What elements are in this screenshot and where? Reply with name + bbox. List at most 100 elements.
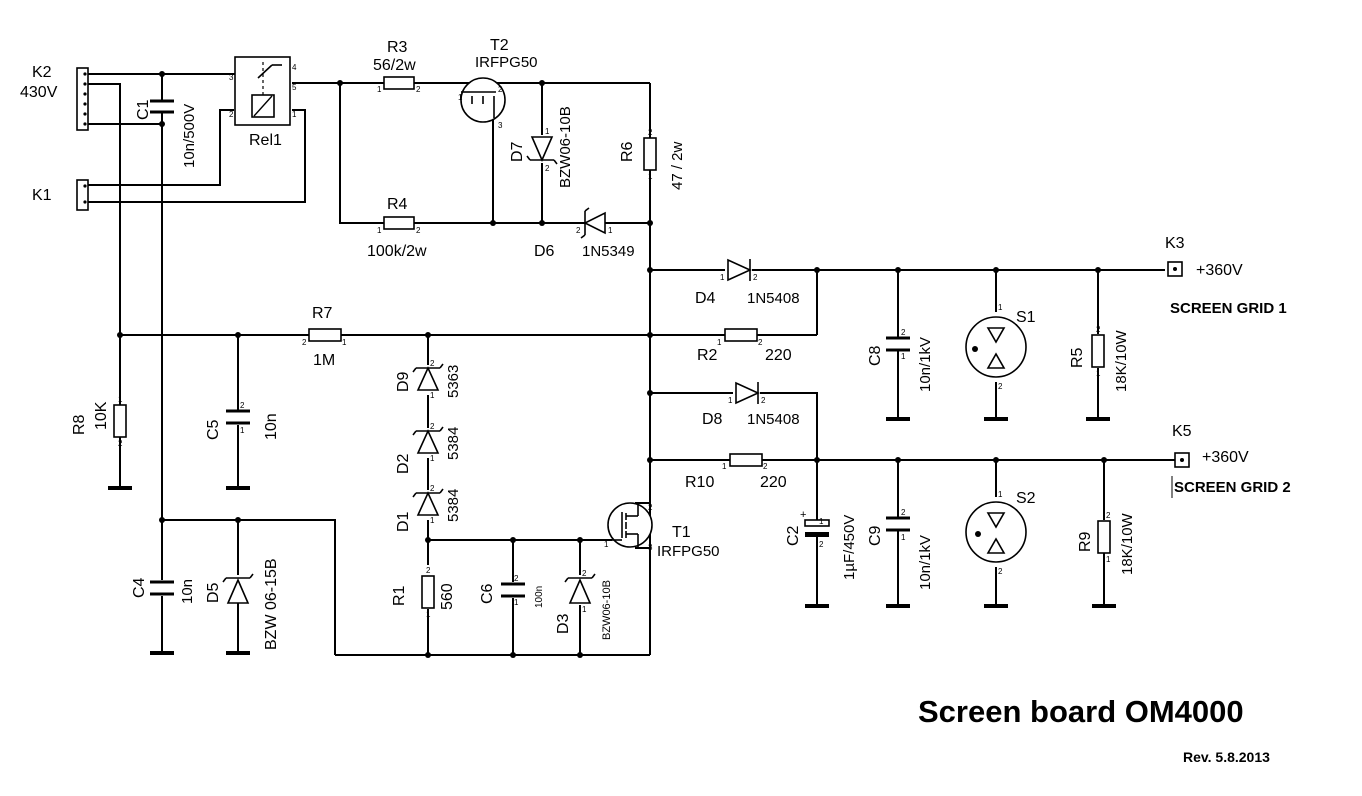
- pin-number: 1: [430, 454, 435, 463]
- pin-number: 2: [648, 503, 653, 512]
- zener-d1: 2 1 D1 5384: [395, 484, 462, 532]
- r5-ref: R5: [1069, 347, 1086, 368]
- c8-value: 10n/1kV: [917, 337, 934, 392]
- c5-value: 10n: [263, 413, 280, 440]
- pin-number: 1: [582, 605, 587, 614]
- connector-k5: K5 +360V SCREEN GRID 2: [1171, 423, 1291, 498]
- pin-number: 2: [901, 328, 906, 337]
- mosfet-t1: 1 2 3 T1 IRFPG50: [604, 502, 720, 560]
- pin-number: 1: [901, 352, 906, 361]
- diode-d4: 1 2 D4 1N5408: [695, 258, 800, 307]
- r10-value: 220: [760, 474, 787, 491]
- d3-value: BZW06-10B: [601, 580, 613, 640]
- c9-value: 10n/1kV: [917, 535, 934, 590]
- junction-dots: [117, 71, 1107, 658]
- pin-number: 1: [1096, 369, 1101, 378]
- r10-ref: R10: [685, 474, 714, 491]
- zener-d2: 2 1 D2 5384: [395, 422, 462, 474]
- pin-number: 1: [998, 490, 1003, 499]
- r3-value: 56/2w: [373, 57, 416, 74]
- c4-value: 10n: [179, 579, 196, 604]
- capacitor-c2: + 1 2 C2 1µF/450V: [785, 509, 858, 580]
- pin-number: 2: [430, 359, 435, 368]
- resistor-r4: 1 2 R4 100k/2w: [367, 196, 427, 260]
- pin-number: 1: [118, 395, 123, 404]
- r5-value: 18K/10W: [1113, 329, 1130, 392]
- pin-number: 2: [998, 382, 1003, 391]
- resistor-r6: 2 1 R6 47 / 2w: [619, 128, 686, 190]
- pin-number: 1: [377, 226, 382, 235]
- r6-value: 47 / 2w: [669, 141, 686, 190]
- t2-value: IRFPG50: [475, 54, 538, 71]
- c6-ref: C6: [479, 583, 496, 604]
- board-title: Screen board OM4000: [918, 694, 1244, 729]
- pin-number: 2: [758, 338, 763, 347]
- k1-ref: K1: [32, 187, 52, 204]
- t1-value: IRFPG50: [657, 543, 720, 560]
- ground-symbols: [108, 417, 1116, 655]
- connector-k3: K3 +360V SCREEN GRID 1: [1165, 235, 1287, 317]
- capacitor-c6: 2 1 C6 100n: [479, 574, 545, 608]
- r1-ref: R1: [391, 585, 408, 606]
- pin-number: 1: [720, 273, 725, 282]
- c1-value: 10n/500V: [181, 104, 198, 168]
- pin-number: 2: [648, 128, 653, 137]
- capacitor-c4: C4 10n: [131, 577, 196, 604]
- pin-number: 2: [819, 540, 824, 549]
- r9-value: 18K/10W: [1119, 512, 1136, 575]
- c1-ref: C1: [135, 99, 152, 120]
- pin-number: 1: [648, 172, 653, 181]
- pin-number: 2: [416, 85, 421, 94]
- zener-d7: 1 2 D7 BZW06-10B: [509, 106, 574, 188]
- k2-ref: K2: [32, 64, 52, 81]
- resistor-r10: 1 2 R10 220: [685, 453, 787, 491]
- pin-number: 1: [426, 610, 431, 619]
- pin-number: 2: [430, 484, 435, 493]
- pin-number: 2: [118, 439, 123, 448]
- resistor-r9: 2 1 R9 18K/10W: [1077, 511, 1136, 575]
- c8-ref: C8: [867, 345, 884, 366]
- pin-number: 2: [1096, 325, 1101, 334]
- r9-ref: R9: [1077, 531, 1094, 552]
- r4-value: 100k/2w: [367, 243, 427, 260]
- r2-ref: R2: [697, 347, 718, 364]
- c2-ref: C2: [785, 525, 802, 546]
- t1-ref: T1: [672, 524, 691, 541]
- pin-number: 5: [292, 83, 297, 92]
- spark-gap-s2: 1 2 S2: [965, 490, 1036, 576]
- d6-value: 1N5349: [582, 243, 635, 260]
- k5-ref: K5: [1172, 423, 1192, 440]
- pin-number: 2: [998, 567, 1003, 576]
- pin-number: 2: [582, 569, 587, 578]
- s2-ref: S2: [1016, 490, 1036, 507]
- pin-number: 2: [514, 574, 519, 583]
- revision-date: Rev. 5.8.2013: [1183, 749, 1270, 765]
- r7-ref: R7: [312, 305, 333, 322]
- mosfet-t2: 1 2 3 T2 IRFPG50: [458, 37, 538, 130]
- r8-ref: R8: [71, 414, 88, 435]
- pin-number: 1: [342, 338, 347, 347]
- pin-number: 2: [302, 338, 307, 347]
- resistor-r8: 1 2 R8 10K: [71, 395, 127, 448]
- pin-number: 2: [1106, 511, 1111, 520]
- k3-ref: K3: [1165, 235, 1185, 252]
- pin-number: 1: [514, 598, 519, 607]
- pin-number: 2: [426, 566, 431, 575]
- pin-number: 2: [545, 164, 550, 173]
- r4-ref: R4: [387, 196, 408, 213]
- r3-ref: R3: [387, 39, 408, 56]
- resistor-r7: 2 1 R7 1M: [302, 305, 347, 369]
- d7-value: BZW06-10B: [557, 106, 574, 188]
- d2-ref: D2: [395, 453, 412, 474]
- d7-ref: D7: [509, 141, 526, 162]
- resistor-r2: 1 2 R2 220: [697, 328, 792, 364]
- c6-value: 100n: [534, 586, 545, 608]
- d3-ref: D3: [555, 613, 572, 634]
- k3-voltage: +360V: [1196, 262, 1243, 279]
- zener-d5: D5 BZW 06-15B: [205, 558, 280, 650]
- pin-number: 1: [722, 462, 727, 471]
- pin-number: 2: [498, 85, 503, 94]
- resistor-r5: 2 1 R5 18K/10W: [1069, 325, 1130, 392]
- pin-number: 2: [229, 110, 234, 119]
- pin-number: 3: [229, 73, 234, 82]
